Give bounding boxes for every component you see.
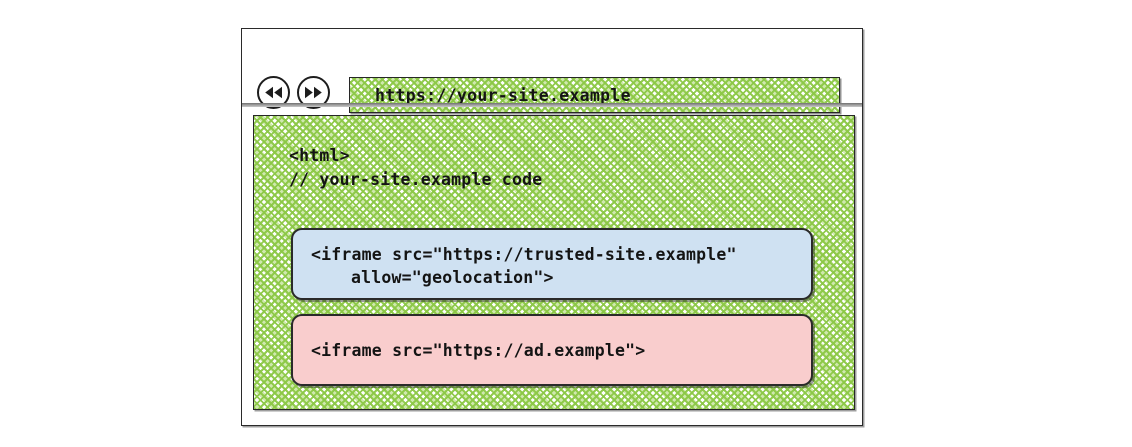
fast-forward-icon — [304, 86, 323, 99]
iframe-trusted-site[interactable]: <iframe src="https://trusted-site.exampl… — [291, 228, 813, 300]
back-button[interactable] — [257, 76, 290, 109]
page-content-area: <html> // your-site.example code <iframe… — [253, 115, 855, 410]
toolbar-divider — [242, 103, 862, 107]
rewind-icon — [264, 86, 283, 99]
browser-toolbar: https://your-site.example — [242, 29, 862, 113]
browser-window: https://your-site.example <html> // your… — [241, 28, 863, 426]
iframe-ad-site[interactable]: <iframe src="https://ad.example"> — [291, 314, 813, 386]
code-line-html-tag: <html> — [289, 146, 350, 165]
code-line-comment: // your-site.example code — [289, 170, 543, 189]
iframe-trusted-line-1: <iframe src="https://trusted-site.exampl… — [311, 245, 737, 264]
forward-button[interactable] — [297, 76, 330, 109]
url-text: https://your-site.example — [375, 85, 631, 105]
url-bar[interactable]: https://your-site.example — [349, 77, 840, 113]
iframe-ad-line-1: <iframe src="https://ad.example"> — [311, 340, 646, 360]
iframe-trusted-line-2: allow="geolocation"> — [351, 268, 554, 287]
